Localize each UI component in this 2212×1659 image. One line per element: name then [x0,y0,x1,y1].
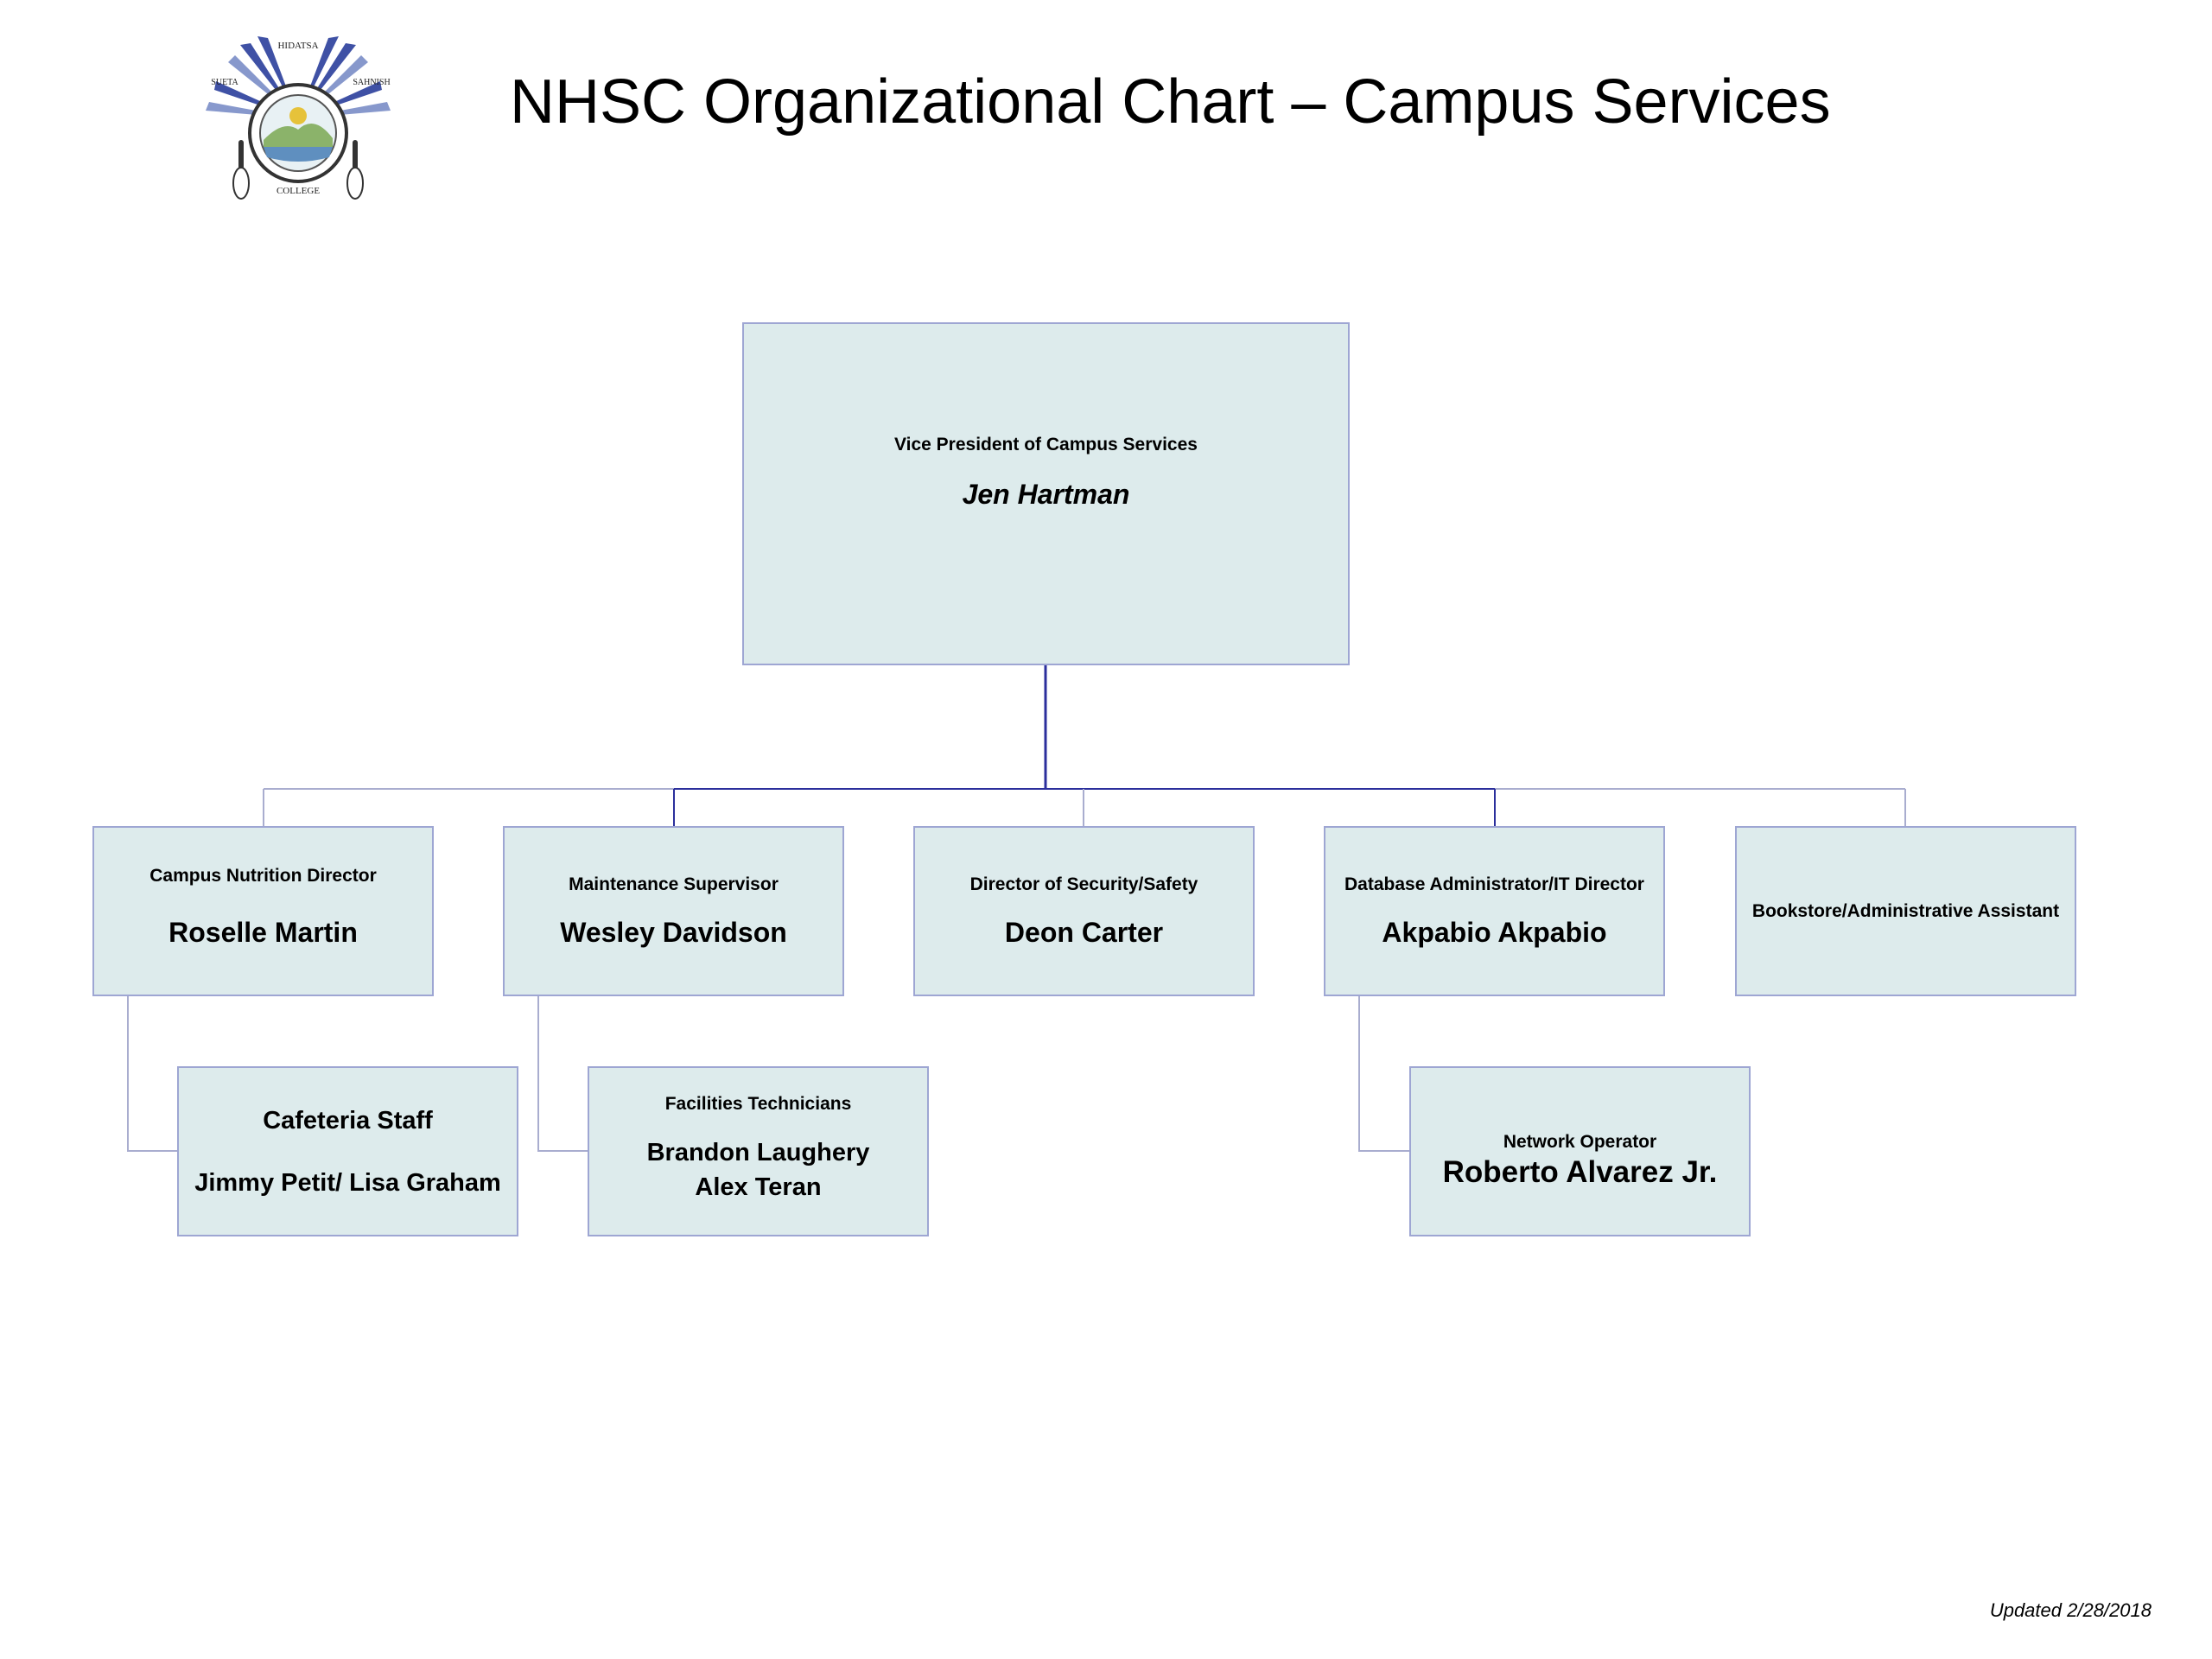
director-role: Database Administrator/IT Director [1344,874,1644,894]
director-box-nutrition: Campus Nutrition Director Roselle Martin [92,826,434,996]
director-role: Campus Nutrition Director [149,865,377,886]
connector-cafeteria [127,995,178,1152]
staff-name: Alex Teran [695,1173,822,1201]
director-name: Deon Carter [1004,916,1164,948]
director-box-security: Director of Security/Safety Deon Carter [913,826,1255,996]
director-role: Maintenance Supervisor [569,874,779,894]
vp-name: Jen Hartman [962,478,1130,510]
page-title: NHSC Organizational Chart – Campus Servi… [510,67,1831,137]
logo-text-right: SAHNISH [353,78,390,87]
vp-box: Vice President of Campus Services Jen Ha… [742,322,1350,665]
director-box-maintenance: Maintenance Supervisor Wesley Davidson [503,826,844,996]
staff-role: Facilities Technicians [664,1093,852,1114]
director-box-it: Database Administrator/IT Director Akpab… [1324,826,1665,996]
staff-box-cafeteria: Cafeteria Staff Jimmy Petit/ Lisa Graham [177,1066,518,1236]
staff-name: Brandon Laughery [646,1138,870,1166]
logo-text-left: SUETA [211,78,238,87]
director-role: Director of Security/Safety [969,874,1198,894]
staff-box-network: Network Operator Roberto Alvarez Jr. [1409,1066,1751,1236]
director-role: Bookstore/Administrative Assistant [1751,900,2060,921]
director-name: Wesley Davidson [560,916,787,948]
director-name: Akpabio Akpabio [1382,916,1607,948]
vp-role: Vice President of Campus Services [894,434,1198,454]
staff-role: Cafeteria Staff [263,1106,433,1135]
logo-text-top: HIDATSA [277,41,318,51]
staff-name: Roberto Alvarez Jr. [1442,1154,1718,1189]
staff-box-facilities: Facilities Technicians Brandon Laughery … [588,1066,929,1236]
updated-note: Updated 2/28/2018 [1989,1599,2152,1621]
director-name: Roselle Martin [168,916,358,948]
college-seal-logo: HIDATSA SUETA SAHNISH COLLEGE [206,36,391,200]
connector-facilities [537,995,588,1152]
staff-names: Jimmy Petit/ Lisa Graham [194,1168,501,1197]
connector-network [1358,995,1409,1152]
staff-role: Network Operator [1503,1131,1657,1152]
director-box-bookstore: Bookstore/Administrative Assistant [1735,826,2076,996]
logo-text-bottom: COLLEGE [276,186,320,196]
